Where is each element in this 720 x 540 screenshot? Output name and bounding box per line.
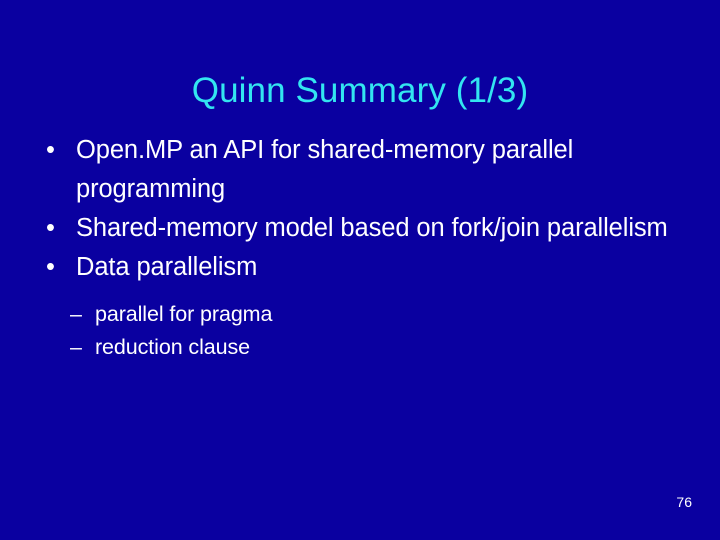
sub-bullet-list: – parallel for pragma – reduction clause [38, 298, 686, 364]
list-item-label: Open.MP an API for shared-memory paralle… [76, 136, 574, 203]
sub-list-item: – reduction clause [38, 331, 686, 364]
list-item: • Open.MP an API for shared-memory paral… [38, 131, 686, 209]
page-title: Quinn Summary (1/3) [191, 71, 529, 111]
bullet-list: • Open.MP an API for shared-memory paral… [38, 131, 686, 364]
bullet-marker-icon: • [46, 253, 55, 281]
list-item-label: Data parallelism [76, 253, 258, 281]
sub-list-item-label: parallel for pragma [95, 302, 273, 326]
sub-list-item-label: reduction clause [95, 335, 250, 359]
list-item: • Data parallelism [38, 248, 686, 287]
bullet-marker-icon: • [46, 136, 55, 164]
list-item-label: Shared-memory model based on fork/join p… [76, 214, 668, 242]
dash-marker-icon: – [70, 302, 82, 326]
sub-list-item: – parallel for pragma [38, 298, 686, 331]
dash-marker-icon: – [70, 335, 82, 359]
bullet-marker-icon: • [46, 214, 55, 242]
page-number: 76 [676, 494, 692, 510]
list-item: • Shared-memory model based on fork/join… [38, 209, 686, 248]
